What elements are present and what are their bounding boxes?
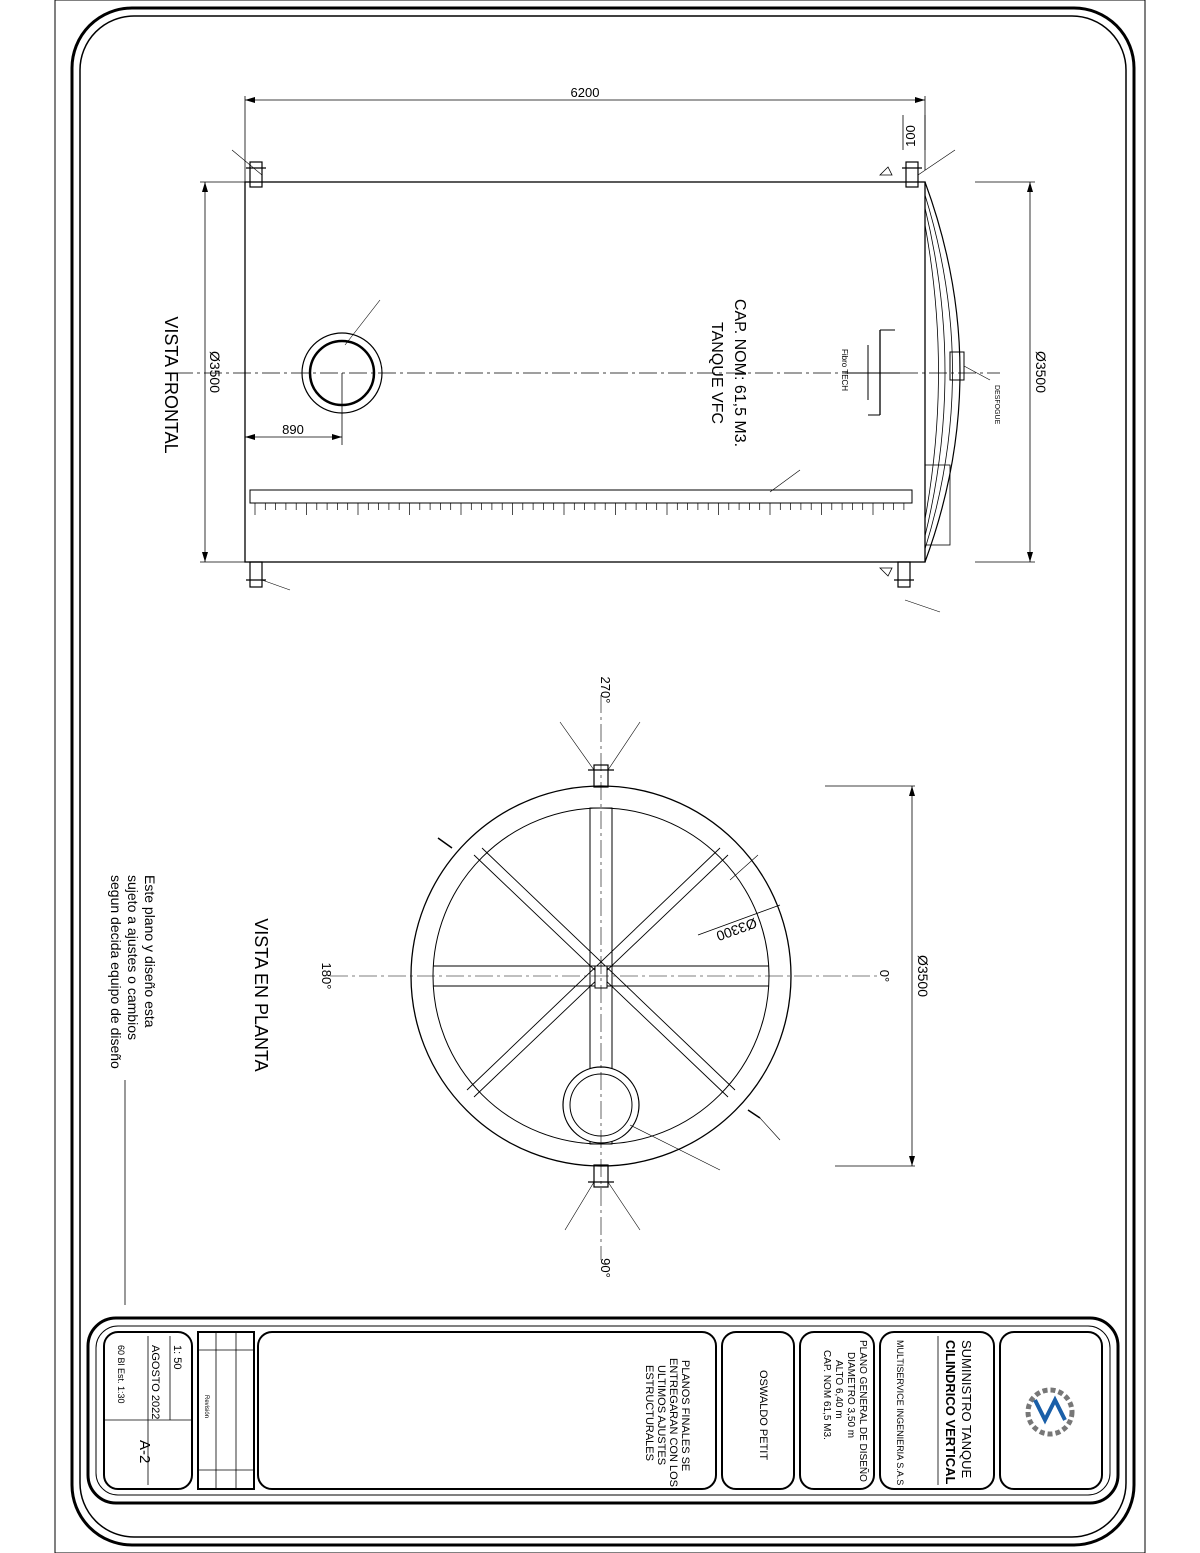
desc-line-4: CAP. NOM 61,5 M3.	[821, 1350, 832, 1440]
tank-head-outer	[924, 181, 961, 563]
desc-line-2: DIAMETRO 3,50 m	[845, 1352, 856, 1438]
plan-view: Ø3300 Ø3500 0° 90° 180° 270° VISTA EN PL…	[251, 677, 931, 1278]
nozzle-bottom-right	[897, 561, 911, 588]
plan-dim-diameter: Ø3500	[915, 955, 931, 997]
observations-line-4: ESTRUCTURALES	[643, 1365, 655, 1461]
project-title-2: CILINDRICO VERTICAL	[943, 1340, 958, 1485]
dim-diameter-right-text: Ø3500	[1033, 351, 1049, 393]
desc-line-1: PLANO GENERAL DE DISEÑO	[857, 1340, 870, 1482]
project-box	[879, 1331, 995, 1490]
dim-length-text: 6200	[571, 85, 600, 100]
paper-value: 60 Bl Est. 1:30	[116, 1345, 126, 1404]
angle-90: 90°	[598, 1258, 613, 1278]
plan-view-title: VISTA EN PLANTA	[251, 918, 271, 1071]
dim-top-offset-text: 100	[903, 125, 918, 147]
sheet-number: A-2	[136, 1440, 153, 1463]
observations-line-3: ULTIMOS AJUSTES	[655, 1365, 667, 1465]
angle-270: 270°	[598, 677, 613, 704]
plan-nozzle-top	[593, 764, 609, 788]
observations-line-1: PLANOS FINALES SE	[679, 1360, 691, 1471]
drawing-frame-inner	[79, 15, 1127, 1538]
side-manhole	[924, 464, 951, 546]
plan-nozzle-bottom	[593, 1164, 609, 1188]
scale-value: 1: 50	[171, 1345, 183, 1369]
tank-body	[244, 181, 926, 563]
frontal-view: 6200 100 Ø3500 Ø3500 DESFOGUE 890	[161, 85, 1049, 613]
drawn-by-box	[721, 1331, 795, 1490]
brand-label: Fibro TECH	[840, 349, 849, 391]
client-name: MULTISERVICE INGENIERIA S.A.S	[895, 1340, 905, 1485]
revision-table	[197, 1331, 255, 1490]
note-line-3: segun decida equipo de diseño	[108, 875, 124, 1069]
angle-0: 0°	[877, 970, 892, 982]
nozzle-bottom-left	[249, 561, 263, 588]
title-block: SUMINISTRO TANQUE CILINDRICO VERTICAL MU…	[86, 1316, 1120, 1505]
desc-line-3: ALTO 6,40 m	[833, 1360, 844, 1419]
angle-180: 180°	[319, 963, 334, 990]
capacity-label: CAP. NOM: 61,5 M3.	[731, 299, 748, 447]
company-logo	[1025, 1387, 1075, 1437]
level-gauge-ticks	[254, 503, 905, 515]
logo-box	[999, 1331, 1103, 1490]
dim-manhole-text: 890	[282, 422, 304, 437]
drawn-by: OSWALDO PETIT	[757, 1370, 769, 1460]
frontal-view-title: VISTA FRONTAL	[161, 316, 181, 453]
drawing-frame-outer	[70, 6, 1136, 1547]
plan-inner-dim: Ø3300	[714, 915, 759, 944]
tank-label: TANQUE VFC	[708, 322, 725, 424]
observations-box	[257, 1331, 717, 1490]
project-title-1: SUMINISTRO TANQUE	[959, 1340, 974, 1479]
observations-line-2: ENTREGARAN CON LOS	[667, 1358, 679, 1487]
revision-header: Revisión	[203, 1395, 209, 1418]
vent-label: DESFOGUE	[993, 385, 1000, 425]
nozzle-top-right	[905, 161, 919, 188]
level-gauge	[249, 489, 913, 504]
design-note: Este plano y diseño esta sujeto a ajuste…	[108, 875, 158, 1305]
sheet-info-box	[103, 1331, 193, 1490]
sheet-border	[54, 0, 1146, 1553]
dim-diameter-left-text: Ø3500	[207, 351, 223, 393]
nozzle-top-left	[249, 161, 263, 188]
title-block-frame	[86, 1316, 1120, 1505]
note-line-2: sujeto a ajustes o cambios	[125, 875, 141, 1040]
description-box	[799, 1331, 875, 1490]
date-value: AGOSTO 2022	[149, 1345, 161, 1419]
note-line-1: Este plano y diseño esta	[142, 875, 158, 1028]
